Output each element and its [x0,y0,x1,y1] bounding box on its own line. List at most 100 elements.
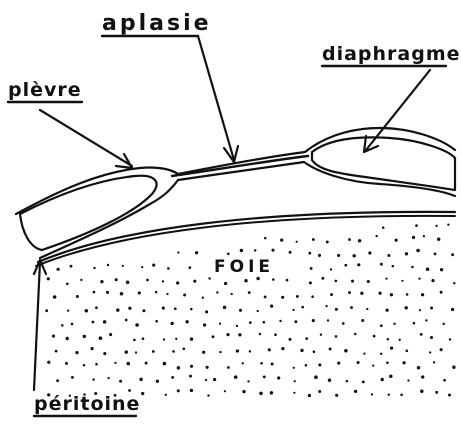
liver-dot [127,362,131,366]
liver-dot [115,278,118,281]
liver-dot [248,291,251,294]
liver-dot [93,291,96,294]
liver-dot [116,308,119,311]
liver-dot [300,349,303,352]
liver-dot [190,337,193,340]
liver-dot [119,380,122,383]
liver-dot [83,335,86,338]
liver-dot [183,294,186,297]
liver-dot [431,279,434,282]
liver-dot [388,394,390,396]
liver-dot [99,336,103,340]
liver-dot [281,296,284,299]
liver-dot [293,392,295,394]
liver-dot [133,339,136,342]
liver-dot [399,339,401,341]
liver-dot [452,366,455,369]
aplasia-segment [172,156,308,176]
liver-dot [122,265,124,267]
liver-dot [270,304,273,307]
liver-dot [202,351,205,354]
liver-dot [363,352,365,354]
liver-dot [176,281,179,284]
liver-dot [145,362,148,365]
liver-dot [55,350,58,353]
liver-dot [256,277,259,280]
liver-dot [367,280,370,283]
liver-dot [415,224,418,227]
liver-dot [128,307,131,310]
liver-dot [416,249,420,253]
liver-dot [238,333,241,336]
liver-dot [351,280,354,283]
liver-dot [155,320,158,323]
liver-dot [270,391,273,394]
liver-dot [66,283,69,286]
liver-dot [305,364,308,367]
liver-dot [213,378,216,381]
liver-dot [190,308,193,311]
liver-dot [337,362,340,365]
liver-dot [294,380,296,382]
liver-dot [172,350,175,353]
liver-dot [358,239,361,242]
liver-dot [406,293,409,296]
liver-dot [141,392,144,395]
liver-dot [92,378,94,380]
liver-dot [264,295,267,298]
liver-dot [350,306,353,309]
liver-dot [56,379,59,382]
liver-dot [281,347,284,350]
liver-dot [442,323,444,325]
liver-dot [390,346,393,349]
liver-dot [418,277,420,279]
liver-dot [348,238,351,241]
liver-dot [329,348,332,351]
liver-dot [224,282,227,285]
liver-dot [433,361,435,363]
liver-dot [264,237,267,240]
liver-dot [162,307,165,310]
liver-dot [447,224,449,226]
liver-dot [325,305,327,307]
liver-dot [292,309,294,311]
liver-dot [95,306,98,309]
liver-dot [348,291,351,294]
liver-dot [411,266,414,269]
liver-dot [174,307,177,310]
liver-dot [413,322,416,325]
liver-dot [296,241,298,243]
liver-dot [139,378,143,382]
liver-dot [352,254,355,257]
liver-border [38,212,455,262]
liver-dot [257,310,259,312]
liver-dot [260,362,263,365]
liver-dot [313,350,316,353]
liver-dot [263,375,266,378]
liver-dot [216,291,218,293]
liver-dot [311,295,314,298]
liver-dot [375,235,377,237]
liver-dot [437,238,440,241]
right-diaphragm-muscle [312,137,455,190]
liver-dot [430,307,433,310]
liver-dot [393,323,395,325]
liver-dot [135,351,137,353]
liver-dot [395,239,398,242]
liver-dot [203,323,206,326]
liver-dot [236,349,239,352]
liver-dot [207,394,209,396]
liver-dot [227,253,230,256]
liver-dot [274,333,277,336]
liver-dot [389,374,393,378]
liver-dot [71,376,74,379]
liver-dot [371,393,373,395]
liver-dot [244,279,247,282]
liver-dot [259,333,261,335]
liver-dot [426,268,430,272]
arrow-plevre-line [40,110,132,166]
liver-dot [125,319,128,322]
label-aplasie: aplasie [102,11,212,36]
liver-dot [344,264,347,267]
liver-dot [177,366,180,369]
